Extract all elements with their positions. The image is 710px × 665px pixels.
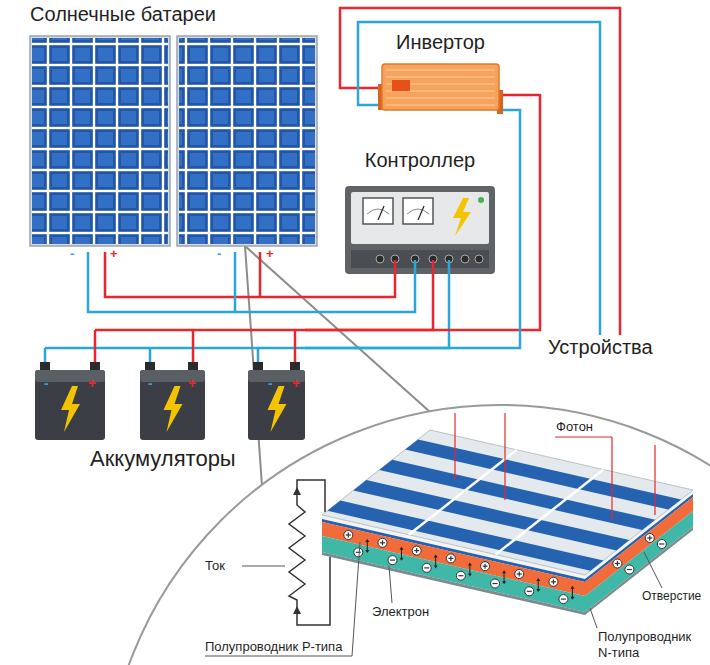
- node-heading: Устройства: [548, 335, 678, 359]
- terminal-sign: +: [292, 375, 300, 392]
- solar-panels-picture: [25, 2, 325, 252]
- devices: Устройства: [548, 335, 678, 361]
- cable: [305, 95, 540, 348]
- node-heading: Контроллер: [345, 148, 495, 172]
- callout-line: [245, 246, 262, 486]
- node-heading: Инвертор: [378, 30, 503, 54]
- node-heading: Аккумуляторы: [90, 446, 305, 472]
- terminal-sign: -: [70, 246, 74, 262]
- node-heading: Солнечные батареи: [30, 2, 325, 26]
- part-label: Электрон: [372, 604, 429, 620]
- zoom-circle: [105, 405, 710, 665]
- current-arrows: [293, 487, 301, 614]
- cable: [340, 8, 620, 335]
- cable: [305, 274, 449, 348]
- solar-panels: Солнечные батареи: [25, 2, 325, 252]
- part-label: Полупроводник N-типа: [598, 629, 702, 660]
- part-label: Полупроводник P-типа: [205, 639, 342, 655]
- terminal-sign: +: [188, 375, 196, 392]
- inverter: Инвертор: [378, 30, 503, 115]
- part-label: Ток: [205, 558, 225, 574]
- leader-line: [555, 437, 612, 438]
- terminal-sign: -: [44, 375, 49, 392]
- terminal-sign: -: [217, 246, 221, 262]
- resistor-circuit: [289, 480, 330, 625]
- terminal-sign: +: [110, 246, 118, 262]
- terminal-sign: +: [88, 375, 96, 392]
- terminal-sign: -: [148, 375, 153, 392]
- solar-cell: [322, 430, 693, 615]
- terminal-sign: +: [266, 246, 274, 262]
- photon-lines: [455, 413, 655, 520]
- part-label: Отверстие: [642, 589, 701, 603]
- part-label: Фотон: [556, 419, 593, 435]
- controller: Контроллер: [345, 148, 495, 274]
- accumulators: Аккумуляторы: [35, 322, 305, 478]
- leader-lines: [205, 542, 662, 656]
- terminal-sign: -: [268, 375, 273, 392]
